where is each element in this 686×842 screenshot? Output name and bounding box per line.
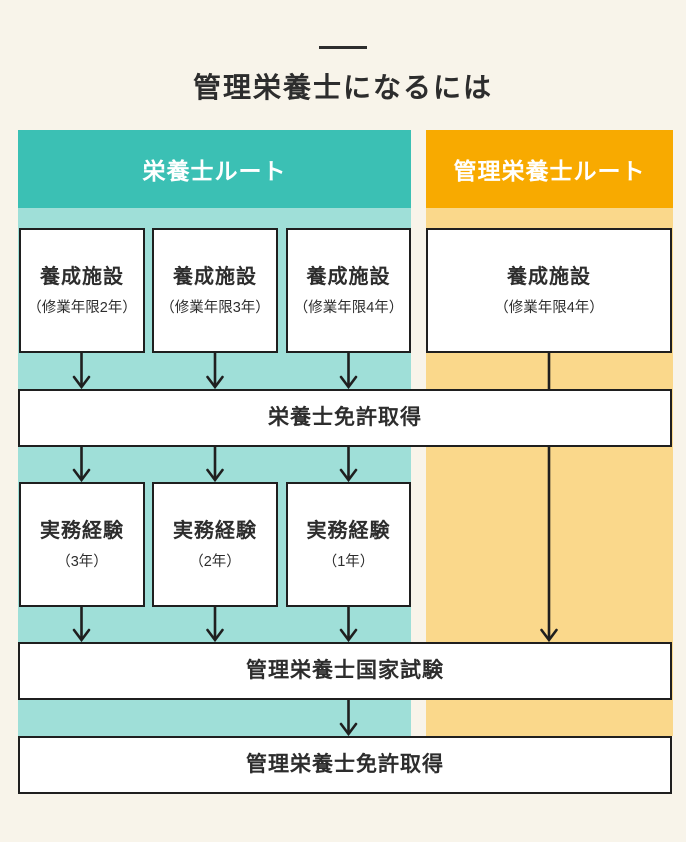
dietitian-license-box: 栄養士免許取得 — [18, 389, 672, 447]
training-box-4y-title: 養成施設 — [306, 265, 391, 288]
experience-box-3y: 実務経験 （3年） — [19, 482, 145, 607]
national-exam-label: 管理栄養士国家試験 — [246, 659, 444, 683]
dietitian-license-label: 栄養士免許取得 — [268, 406, 422, 430]
down-arrow-icon — [206, 607, 224, 643]
registered-training-box-4y: 養成施設 （修業年限4年） — [426, 228, 672, 353]
registered-license-box: 管理栄養士免許取得 — [18, 736, 672, 794]
experience-box-2y-subtitle: （2年） — [189, 553, 241, 570]
registered-training-box-subtitle: （修業年限4年） — [494, 299, 604, 316]
training-box-4y: 養成施設 （修業年限4年） — [286, 228, 411, 353]
down-arrow-icon — [72, 447, 91, 483]
route-header-registered-dietitian-label: 管理栄養士ルート — [453, 158, 646, 184]
training-box-3y-title: 養成施設 — [173, 265, 257, 288]
down-arrow-icon — [206, 353, 224, 390]
training-box-2y-subtitle: （修業年限2年） — [27, 299, 137, 316]
national-exam-box: 管理栄養士国家試験 — [18, 642, 672, 700]
registered-training-box-title: 養成施設 — [507, 265, 591, 288]
page-title: 管理栄養士になるには — [192, 72, 493, 103]
training-box-4y-subtitle: （修業年限4年） — [293, 299, 404, 316]
route-header-dietitian: 栄養士ルート — [18, 130, 411, 208]
down-arrow-icon — [339, 607, 358, 643]
route-header-dietitian-label: 栄養士ルート — [142, 158, 287, 184]
down-arrow-icon — [72, 607, 91, 643]
down-arrow-icon — [72, 353, 91, 390]
experience-box-1y: 実務経験 （1年） — [286, 482, 411, 607]
down-arrow-icon — [339, 447, 358, 483]
training-box-3y-subtitle: （修業年限3年） — [160, 299, 270, 316]
experience-box-1y-title: 実務経験 — [306, 519, 391, 542]
experience-box-2y-title: 実務経験 — [173, 519, 257, 542]
experience-box-3y-subtitle: （3年） — [56, 553, 108, 570]
training-box-3y: 養成施設 （修業年限3年） — [152, 228, 278, 353]
route-header-registered-dietitian: 管理栄養士ルート — [426, 130, 673, 208]
experience-box-2y: 実務経験 （2年） — [152, 482, 278, 607]
experience-box-3y-title: 実務経験 — [40, 519, 124, 542]
training-box-2y-title: 養成施設 — [40, 265, 124, 288]
down-arrow-icon — [339, 353, 358, 390]
down-arrow-icon — [339, 700, 358, 737]
down-arrow-icon — [206, 447, 224, 483]
experience-box-1y-subtitle: （1年） — [322, 553, 375, 570]
training-box-2y: 養成施設 （修業年限2年） — [19, 228, 145, 353]
registered-license-label: 管理栄養士免許取得 — [246, 753, 444, 777]
title-divider-line — [319, 46, 367, 49]
